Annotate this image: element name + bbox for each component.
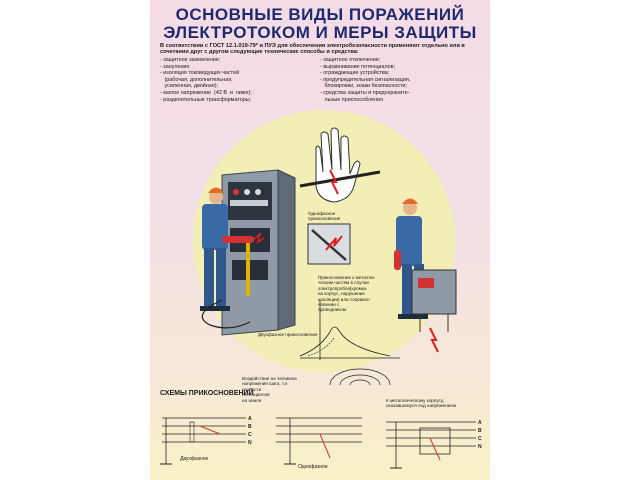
measure-item: (рабочая, дополнительная, xyxy=(160,76,233,83)
phase-label: A xyxy=(248,416,252,422)
phase-label: C xyxy=(478,436,482,442)
intro-text: В соответствии с ГОСТ 12.1.019-79* и ПУЭ… xyxy=(160,43,465,56)
measure-item: - изоляция токоведущих частей xyxy=(160,70,240,77)
contact-schemes-diagrams: Двухфазное Однофазное A B C N A B C N xyxy=(160,416,482,470)
two-phase-caption: Двухфазное прикосновение xyxy=(258,332,318,337)
single-contact-caption: Однофазное прикосновение xyxy=(308,211,341,222)
scheme2-label: Однофазное xyxy=(298,464,328,470)
measure-item: - зануление xyxy=(160,63,190,70)
measures-list-left: - защитное заземление; - зануление - изо… xyxy=(160,57,320,103)
electric-shock-illustration xyxy=(200,127,457,386)
phase-label: C xyxy=(248,432,252,438)
phase-label: N xyxy=(248,440,252,446)
phase-label: N xyxy=(478,444,482,450)
measure-item: блокировки, знаки безопасности; xyxy=(320,83,408,90)
measure-item: льные приспособления xyxy=(320,96,383,103)
phase-label: A xyxy=(478,420,482,426)
measure-item: усиленная, двойная); xyxy=(160,83,218,90)
phase-label: B xyxy=(248,424,252,430)
step-voltage-diagram xyxy=(299,300,400,386)
measure-item: - средства защиты и предохрaните- xyxy=(320,89,410,96)
measure-item: - предупредительная сигнализация, xyxy=(320,76,411,83)
measure-item: - ограждающие устройства; xyxy=(320,70,390,77)
scheme3-caption: К металлическому корпусу, оказавшемуся п… xyxy=(386,398,456,409)
electrical-cabinet xyxy=(221,169,296,336)
poster-title-line-1: ОСНОВНЫЕ ВИДЫ ПОРАЖЕНИЙ xyxy=(175,5,465,24)
electric-machine xyxy=(411,269,457,353)
metal-contact-inset xyxy=(307,223,351,265)
poster-title-line-2: ЭЛЕКТРОТОКОМ И МЕРЫ ЗАЩИТЫ xyxy=(163,23,477,42)
cable-line xyxy=(201,299,251,329)
phase-label: B xyxy=(478,428,482,434)
scheme1-label: Двухфазное xyxy=(180,456,209,462)
scheme-metal-case xyxy=(386,421,476,469)
measure-item: - защитное отключение; xyxy=(320,57,381,63)
measure-item: - малое напряжение (42 В и ниже); xyxy=(160,89,252,96)
safety-poster: ОСНОВНЫЕ ВИДЫ ПОРАЖЕНИЙ ЭЛЕКТРОТОКОМ И М… xyxy=(150,0,490,480)
metal-contact-caption: Прикосновение к металли- ческим частям в… xyxy=(318,275,376,313)
measures-list-right: - защитное отключение; - выравнивание по… xyxy=(320,57,485,103)
schemes-title: СХЕМЫ ПРИКОСНОВЕНИЙ xyxy=(160,390,254,397)
step-voltage-caption: Воздействие на человека напряжения шага,… xyxy=(242,376,297,403)
measure-item: - выравнивание потенциалов; xyxy=(320,63,396,70)
scheme-single-phase xyxy=(276,417,362,465)
hand-touching-wire-icon xyxy=(299,127,381,203)
measure-item: - разделительные трансформаторы; xyxy=(160,96,252,103)
scheme-two-phase xyxy=(160,417,246,465)
measure-item: - защитное заземление; xyxy=(160,57,221,63)
